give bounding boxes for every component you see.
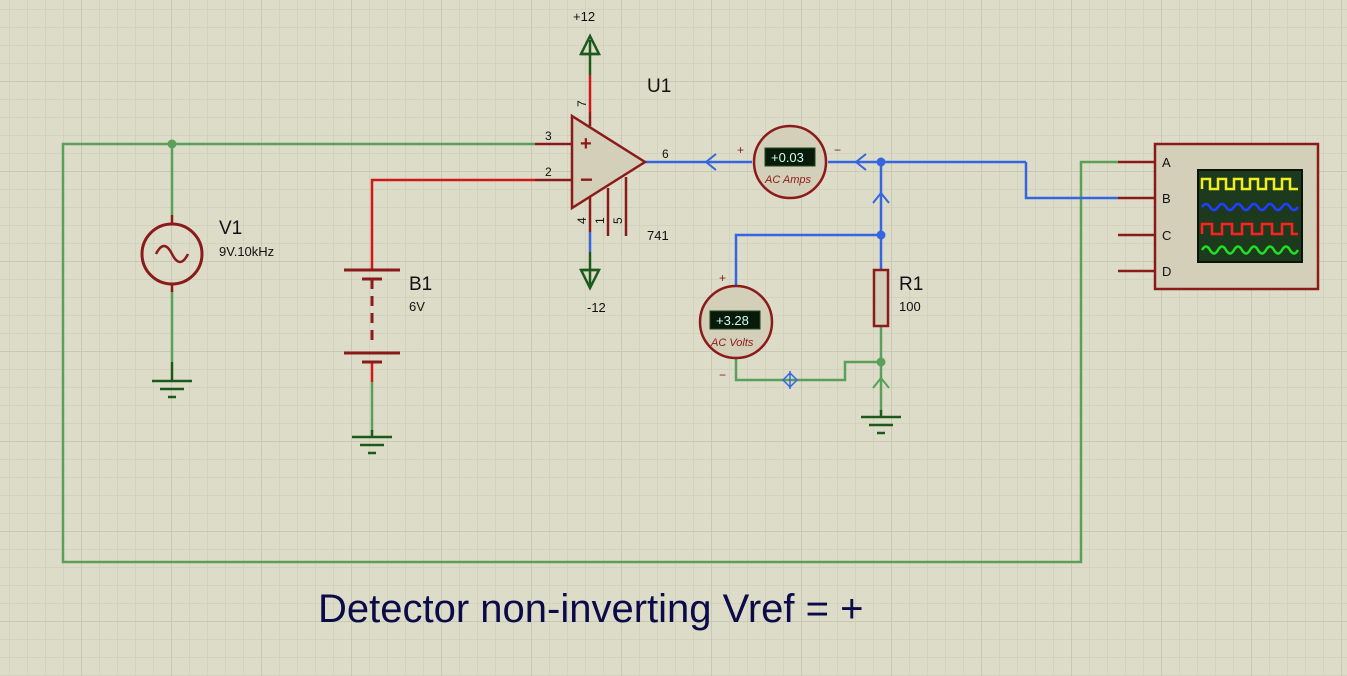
opamp-u1[interactable]: + − (535, 112, 648, 236)
junction-dot (876, 230, 886, 240)
v1-ref-label: V1 (219, 218, 242, 239)
scope-trace-c (1200, 222, 1298, 236)
scope-channel-a-label: A (1162, 155, 1171, 170)
ammeter-unit-label: AC Amps (764, 174, 812, 186)
pin-3-label: 3 (545, 129, 552, 143)
rail-negative-label: -12 (587, 300, 606, 315)
scope-trace-b (1200, 202, 1300, 212)
power-rail-positive[interactable] (578, 33, 602, 75)
b1-value-label: 6V (409, 299, 425, 314)
wire-input-net[interactable] (61, 142, 1118, 564)
schematic-title: Detector non-inverting Vref = + (318, 587, 863, 631)
pin-6-label: 6 (662, 147, 669, 161)
ground-icon (352, 430, 392, 455)
pin-2-label: 2 (545, 165, 552, 179)
battery-b1[interactable] (344, 268, 400, 364)
flow-arrow (872, 376, 890, 389)
scope-channel-c-label: C (1162, 228, 1171, 243)
power-rail-negative[interactable] (578, 252, 602, 291)
oscilloscope[interactable] (1118, 142, 1320, 291)
ammeter-minus-label: − (834, 143, 841, 157)
r1-ref-label: R1 (899, 274, 923, 295)
ground-icon (152, 362, 192, 399)
r1-value-label: 100 (899, 299, 921, 314)
scope-trace-a (1200, 177, 1298, 191)
voltmeter-minus-label: − (719, 368, 726, 382)
voltmeter-plus-label: + (719, 271, 726, 285)
opamp-ref-label: U1 (647, 76, 671, 97)
probe-marker-icon[interactable] (781, 371, 799, 389)
ammeter-reading: +0.03 (771, 150, 804, 165)
plus-sign: + (580, 133, 592, 155)
wire-reference-net[interactable] (370, 75, 592, 270)
ac-voltmeter[interactable] (698, 284, 774, 360)
junction-dot (167, 139, 177, 149)
junction-dot (876, 357, 886, 367)
ac-ammeter[interactable] (752, 124, 828, 200)
voltmeter-unit-label: AC Volts (710, 337, 754, 349)
b1-ref-label: B1 (409, 274, 432, 295)
pin-1-label: 1 (593, 217, 607, 224)
opamp-part-label: 741 (647, 228, 669, 243)
junction-dot (876, 157, 886, 167)
wire-output-net[interactable] (588, 160, 1118, 290)
pin-5-label: 5 (611, 217, 625, 224)
scope-channel-d-label: D (1162, 264, 1171, 279)
flow-arrows (704, 153, 890, 204)
pin-7-label: 7 (575, 100, 589, 107)
resistor-r1[interactable] (872, 268, 890, 328)
minus-sign: − (580, 167, 593, 192)
voltmeter-reading: +3.28 (716, 313, 749, 328)
v1-value-label: 9V.10kHz (219, 244, 274, 259)
ammeter-plus-label: + (737, 143, 744, 157)
scope-trace-d (1200, 245, 1300, 255)
scope-channel-b-label: B (1162, 191, 1171, 206)
rail-positive-label: +12 (573, 9, 595, 24)
pin-4-label: 4 (575, 217, 589, 224)
ground-icon (861, 410, 901, 435)
ac-source-v1[interactable] (140, 215, 204, 292)
